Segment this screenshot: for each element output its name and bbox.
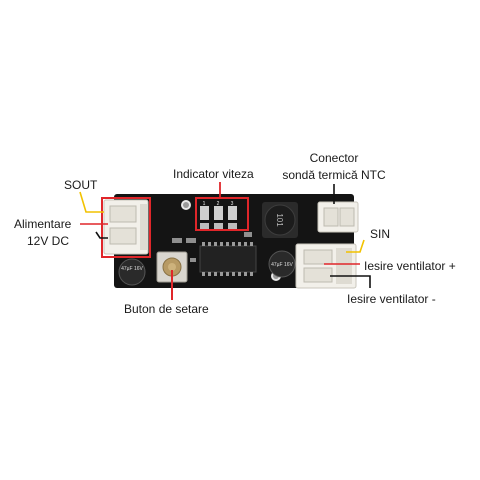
- label-alimentare-line1: Alimentare: [14, 217, 72, 231]
- alimentare-black-line: [95, 231, 108, 239]
- ntc-connector: [317, 201, 359, 233]
- led-number-1: 1: [203, 201, 206, 207]
- label-indicator-viteza: Indicator viteza: [173, 167, 254, 181]
- label-sin: SIN: [370, 227, 391, 241]
- label-sout: SOUT: [64, 178, 98, 192]
- capacitor-right: 47µF 16V: [268, 250, 296, 278]
- power-connector-highlight: [101, 197, 151, 258]
- led-number-3: 3: [231, 201, 234, 207]
- capacitor-left: 47µF 16V: [118, 258, 146, 286]
- mounting-hole: [183, 202, 189, 208]
- main-ic: [199, 242, 257, 276]
- power-connector: [103, 199, 149, 255]
- capacitor-left-marking: 47µF 16V: [121, 266, 143, 272]
- sout-callout-line: [79, 191, 104, 213]
- label-conector-line1: Conector: [309, 151, 359, 165]
- inductor: 101: [262, 202, 298, 238]
- fan-minus-callout-line: [330, 275, 371, 288]
- capacitor-right-marking: 47µF 16V: [271, 262, 293, 268]
- label-conector-line2: sondă termică NTC: [282, 168, 386, 182]
- label-buton: Buton de setare: [124, 302, 209, 316]
- inductor-marking: 101: [275, 213, 284, 227]
- label-iesire-minus: Iesire ventilator -: [347, 292, 436, 306]
- speed-leds-highlight: [195, 197, 249, 231]
- label-iesire-plus: Iesire ventilator +: [364, 259, 456, 273]
- sin-callout-line: [346, 239, 365, 253]
- label-alimentare-line2: 12V DC: [27, 234, 70, 248]
- led-number-2: 2: [217, 201, 220, 207]
- fan-connector: [295, 243, 357, 289]
- speed-leds: 1 2 3: [200, 201, 237, 229]
